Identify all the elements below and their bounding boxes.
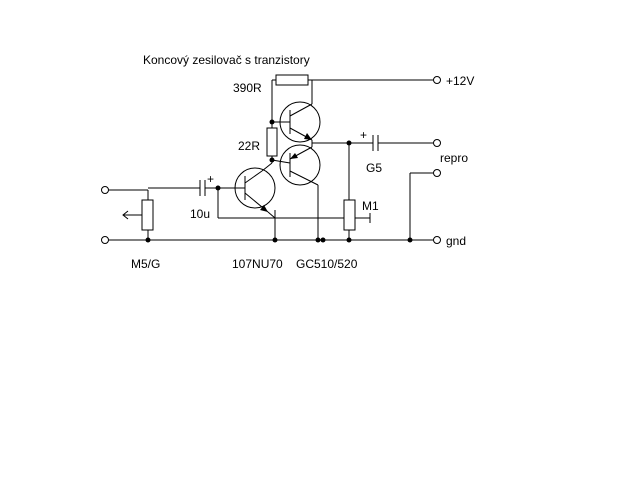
speaker-label: repro [440,151,468,165]
speaker-output-terminal[interactable] [433,139,441,147]
input-cap-plus: + [207,172,214,186]
ground-terminal[interactable] [433,236,441,244]
ground-label: gnd [446,234,466,248]
resistor-390r-label: 390R [233,81,262,95]
output-pair-label: GC510/520 [296,257,358,271]
speaker-return-terminal[interactable] [433,169,441,177]
output-cap-plus: + [360,128,367,142]
driver-transistor [234,167,276,209]
input-cap-label: 10u [190,207,210,221]
potentiometer-m5 [141,199,154,231]
output-cap-label: G5 [366,161,382,175]
resistor-22r [266,127,278,157]
potentiometer-m1 [343,199,356,231]
resistor-22r-label: 22R [238,139,260,153]
supply-label: +12V [446,74,474,88]
output-transistor-lower [279,144,321,186]
pot-wiper-arrow [122,210,129,220]
supply-terminal[interactable] [433,76,441,84]
input-terminal[interactable] [101,186,109,194]
input-ground-terminal[interactable] [101,236,109,244]
resistor-390r [275,74,309,86]
pot-m1-label: M1 [362,199,379,213]
driver-label: 107NU70 [232,257,283,271]
schematic-title: Koncový zesilovač s tranzistory [143,53,310,67]
pot-m5-label: M5/G [131,257,160,271]
